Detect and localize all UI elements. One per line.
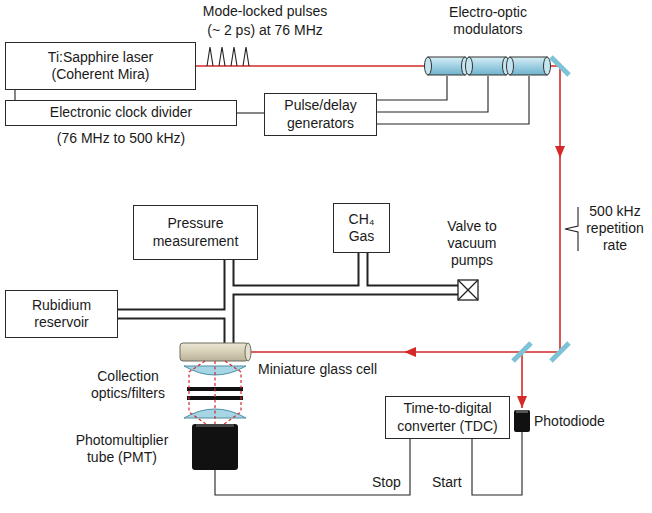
box-text: Ti:Sapphire laser (Coherent Mira) bbox=[28, 49, 173, 84]
annotation: (~ 2 ps) at 76 MHz bbox=[170, 22, 360, 39]
pulse-train bbox=[207, 47, 249, 66]
box-text: Electronic clock divider bbox=[50, 104, 192, 122]
annotation: Mode-locked pulses bbox=[170, 3, 360, 20]
start-wire bbox=[472, 432, 522, 495]
reservoir-box: Rubidium reservoir bbox=[5, 290, 118, 338]
signal-name: Stop bbox=[372, 474, 401, 491]
signal-name: Start bbox=[432, 474, 462, 491]
box-text: Rubidium reservoir bbox=[12, 297, 111, 332]
beam-arrow bbox=[555, 146, 565, 158]
mirrors bbox=[513, 57, 569, 361]
annotation: 500 kHz repetition rate bbox=[581, 203, 649, 254]
eom-drive-wires bbox=[377, 76, 529, 124]
box-text: Time-to-digital converter (TDC) bbox=[391, 400, 504, 435]
pulse-symbol bbox=[565, 207, 578, 251]
beam-arrow bbox=[404, 347, 416, 357]
collection-optics bbox=[184, 361, 246, 424]
process-box: Pulse/delay generators bbox=[264, 93, 377, 136]
electro-optic-modulators bbox=[425, 57, 551, 75]
glass-cell bbox=[180, 343, 251, 361]
process-box: Time-to-digital converter (TDC) bbox=[385, 396, 510, 439]
part-label: Photodiode bbox=[534, 413, 605, 430]
box-text: CH₄ Gas bbox=[340, 211, 383, 246]
gas-box: CH₄ Gas bbox=[333, 203, 390, 253]
instrument-box: Pressure measurement bbox=[133, 205, 258, 260]
valve-symbol bbox=[458, 280, 478, 300]
laser-box: Ti:Sapphire laser (Coherent Mira) bbox=[5, 42, 196, 90]
process-box: Electronic clock divider bbox=[5, 100, 237, 126]
beam-arrow bbox=[517, 396, 527, 408]
part-label: Photomultiplier tube (PMT) bbox=[62, 432, 182, 466]
pmt-symbol bbox=[192, 424, 238, 470]
part-label: Valve to vacuum pumps bbox=[432, 218, 512, 269]
photodiode-symbol bbox=[514, 410, 530, 432]
signal-wire bbox=[14, 90, 15, 100]
part-label: Electro-optic modulators bbox=[433, 4, 543, 38]
signal-wire bbox=[237, 112, 264, 113]
box-text: Pressure measurement bbox=[142, 215, 249, 250]
annotation: (76 MHz to 500 kHz) bbox=[5, 130, 237, 147]
part-label: Miniature glass cell bbox=[258, 361, 377, 378]
stop-wire bbox=[215, 438, 410, 495]
box-text: Pulse/delay generators bbox=[271, 97, 370, 132]
gas-manifold bbox=[116, 251, 460, 345]
part-label: Collection optics/filters bbox=[80, 368, 176, 402]
